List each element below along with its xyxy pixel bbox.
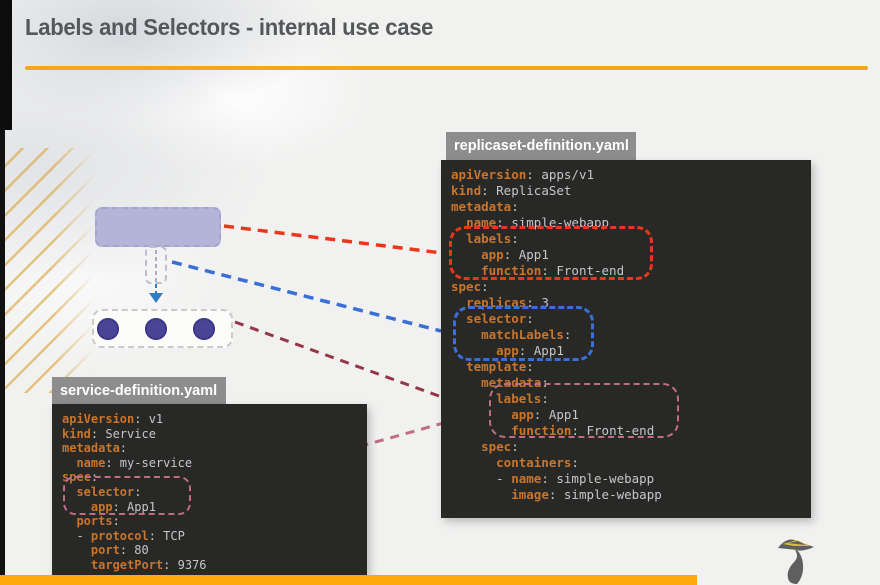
code-line: - name: simple-webapp xyxy=(451,471,655,486)
code-line: apiVersion: apps/v1 xyxy=(451,167,594,182)
code-line: app: App1 xyxy=(481,247,549,262)
template-labels-annotation-box xyxy=(489,383,679,438)
pod-template-slot xyxy=(145,246,167,284)
code-line: labels: xyxy=(496,391,549,406)
code-line: selector: xyxy=(466,311,534,326)
replicaset-shape xyxy=(95,207,221,247)
red-connector-replicaset-to-labels xyxy=(223,224,443,255)
code-line: ports: xyxy=(76,514,120,529)
code-line: spec: xyxy=(451,279,489,294)
maroon-connector-pods-to-template-labels xyxy=(234,320,473,410)
code-line: app: App1 xyxy=(496,343,564,358)
labels-annotation-box xyxy=(449,226,653,280)
code-line: labels: xyxy=(466,231,519,246)
code-line: app: App1 xyxy=(90,499,156,514)
code-line: app: App1 xyxy=(511,407,579,422)
code-line: spec: xyxy=(481,439,519,454)
service-file-tab: service-definition.yaml xyxy=(52,377,226,404)
left-edge-strip-top xyxy=(0,0,12,130)
code-line: apiVersion: v1 xyxy=(62,412,164,426)
code-line: targetPort: 9376 xyxy=(90,557,207,572)
bottom-accent-bar xyxy=(0,575,697,585)
code-line: kind: ReplicaSet xyxy=(451,183,572,198)
slide-title: Labels and Selectors - internal use case xyxy=(25,14,434,40)
code-line: port: 80 xyxy=(90,543,149,558)
service-selector-annotation-box xyxy=(63,476,191,515)
code-line: function: Front-end xyxy=(511,423,655,438)
down-arrowhead-icon xyxy=(149,293,163,303)
code-line: image: simple-webapp xyxy=(511,487,662,502)
selector-annotation-box xyxy=(453,306,594,361)
code-line: metadata: xyxy=(62,441,128,456)
pod-circle xyxy=(97,318,119,340)
code-line: metadata: xyxy=(451,199,519,214)
code-line: matchLabels: xyxy=(481,327,572,342)
code-line: kind: Service xyxy=(62,426,156,441)
title-underline xyxy=(25,66,868,70)
code-line: containers: xyxy=(496,455,579,470)
pod-circle xyxy=(145,318,167,340)
code-line: name: my-service xyxy=(76,455,193,470)
code-line: selector: xyxy=(76,484,142,499)
gold-hatch-decoration xyxy=(0,148,96,393)
code-line: - protocol: TCP xyxy=(62,528,185,543)
replicaset-file-tab: replicaset-definition.yaml xyxy=(446,132,636,160)
bird-logo-icon xyxy=(778,539,814,584)
left-edge-strip xyxy=(0,0,5,575)
pod-circle xyxy=(193,318,215,340)
code-line: template: xyxy=(466,359,534,374)
code-line: function: Front-end xyxy=(481,263,625,278)
